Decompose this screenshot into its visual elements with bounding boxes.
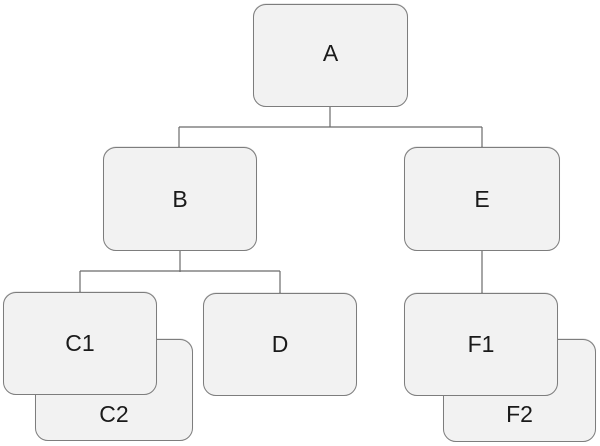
node-B-label: B [172, 185, 188, 212]
node-B: B [103, 147, 257, 251]
node-F2-label: F2 [506, 401, 533, 427]
node-D-label: D [271, 331, 289, 357]
node-C2-label: C2 [99, 400, 129, 427]
node-D: D [203, 293, 357, 396]
node-F1-label: F1 [467, 331, 495, 357]
node-C1: C1 [3, 292, 157, 395]
node-C1-label: C1 [65, 330, 95, 356]
node-A-label: A [322, 40, 339, 66]
node-A: A [253, 4, 408, 107]
node-E: E [404, 147, 560, 251]
node-F1: F1 [404, 293, 558, 396]
node-E-label: E [474, 185, 490, 212]
